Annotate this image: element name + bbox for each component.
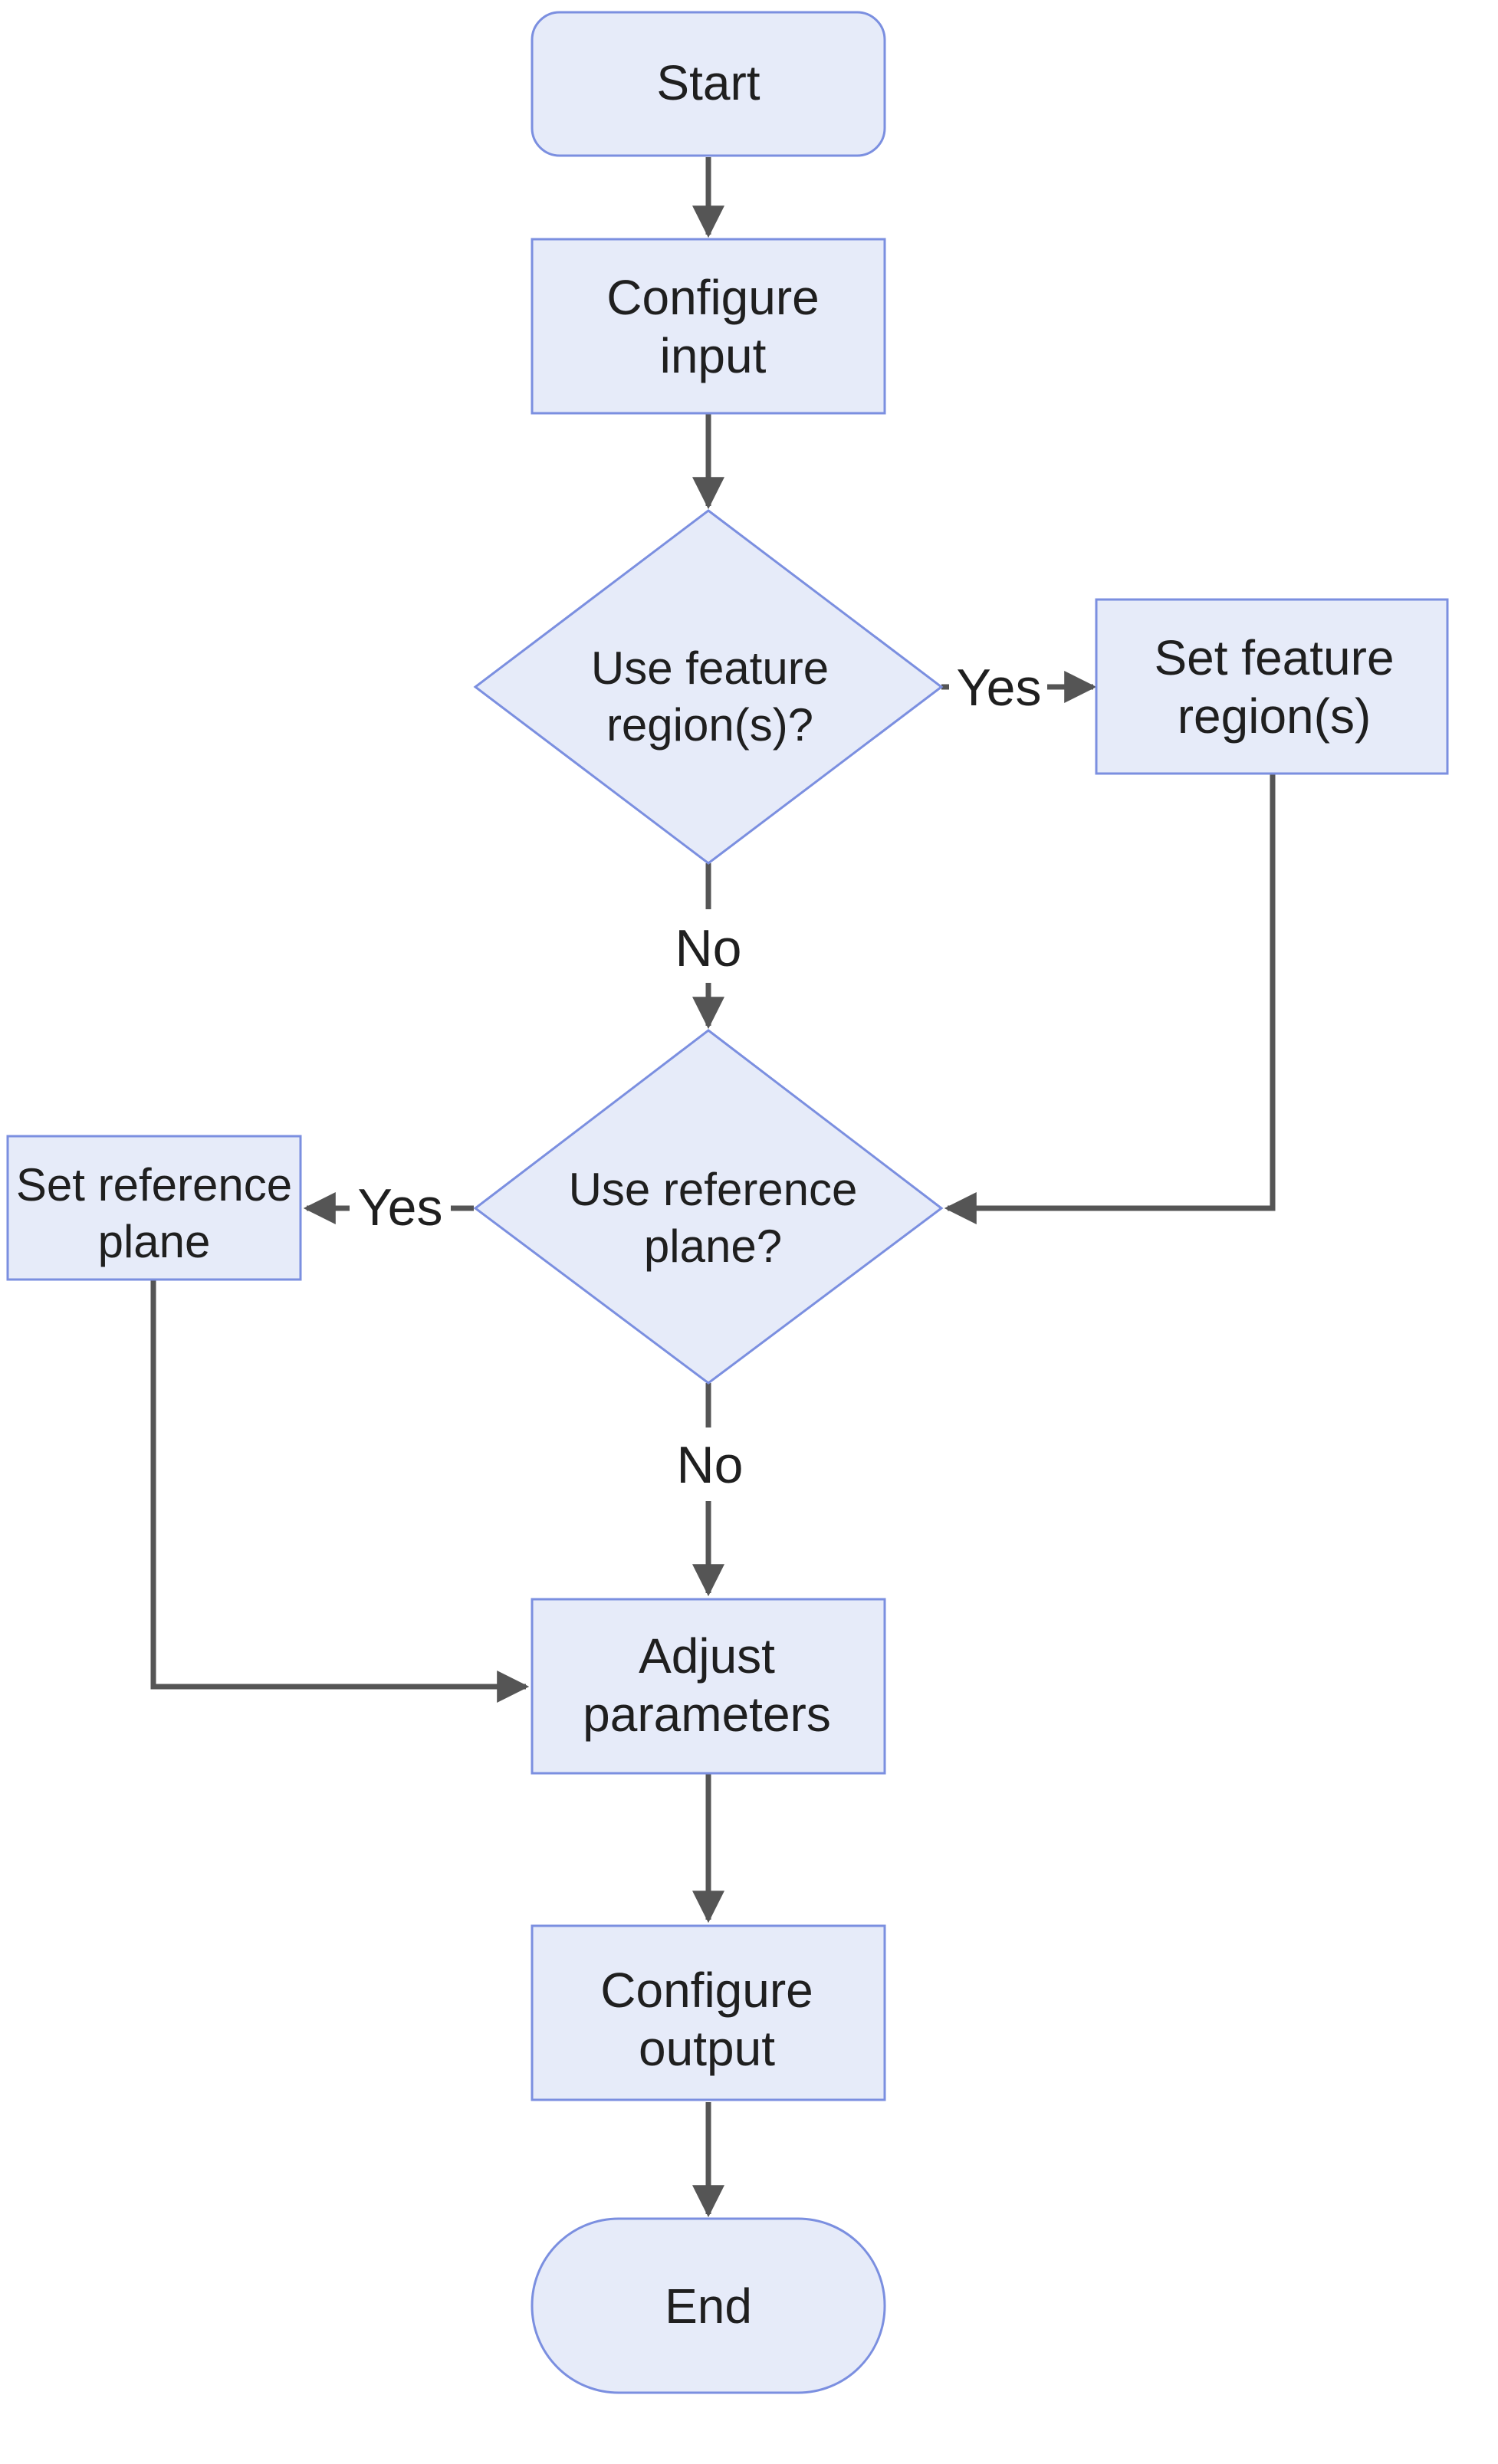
adjust-parameters-line1: Adjust <box>639 1628 775 1684</box>
set-reference-plane-line1: Set reference <box>16 1159 292 1211</box>
edge-set-feature-to-reference-decision <box>944 774 1276 1224</box>
node-end: End <box>531 2217 886 2394</box>
start-label: Start <box>656 55 760 110</box>
use-reference-plane-line2: plane? <box>644 1221 782 1272</box>
edge-set-reference-to-adjust <box>150 1280 530 1703</box>
node-use-feature-regions-decision: Use feature region(s)? <box>473 509 944 865</box>
node-configure-input: Configure input <box>531 238 886 415</box>
configure-input-line1: Configure <box>606 270 820 325</box>
set-feature-regions-line1: Set feature <box>1154 630 1394 685</box>
node-start: Start <box>531 11 886 157</box>
edge-labels: Yes No Yes No <box>350 658 1047 1501</box>
use-reference-plane-line1: Use reference <box>569 1164 858 1215</box>
use-feature-regions-line2: region(s)? <box>606 699 813 751</box>
use-feature-regions-line1: Use feature <box>591 642 829 694</box>
node-configure-output: Configure output <box>531 1924 886 2101</box>
node-set-feature-regions: Set feature region(s) <box>1095 598 1449 775</box>
reference-yes-label: Yes <box>358 1178 443 1237</box>
configure-input-line2: input <box>660 328 767 383</box>
feature-no-label: No <box>675 919 742 977</box>
reference-no-label: No <box>677 1436 744 1494</box>
node-set-reference-plane: Set reference plane <box>6 1135 302 1281</box>
adjust-parameters-line2: parameters <box>583 1687 831 1742</box>
feature-yes-label: Yes <box>957 659 1042 717</box>
configure-output-line2: output <box>639 2021 775 2076</box>
set-feature-regions-line2: region(s) <box>1178 688 1372 744</box>
node-use-reference-plane-decision: Use reference plane? <box>473 1029 944 1385</box>
set-reference-plane-line2: plane <box>98 1216 211 1267</box>
node-adjust-parameters: Adjust parameters <box>531 1598 886 1775</box>
end-label: End <box>665 2278 752 2334</box>
configure-output-line1: Configure <box>600 1963 813 2018</box>
